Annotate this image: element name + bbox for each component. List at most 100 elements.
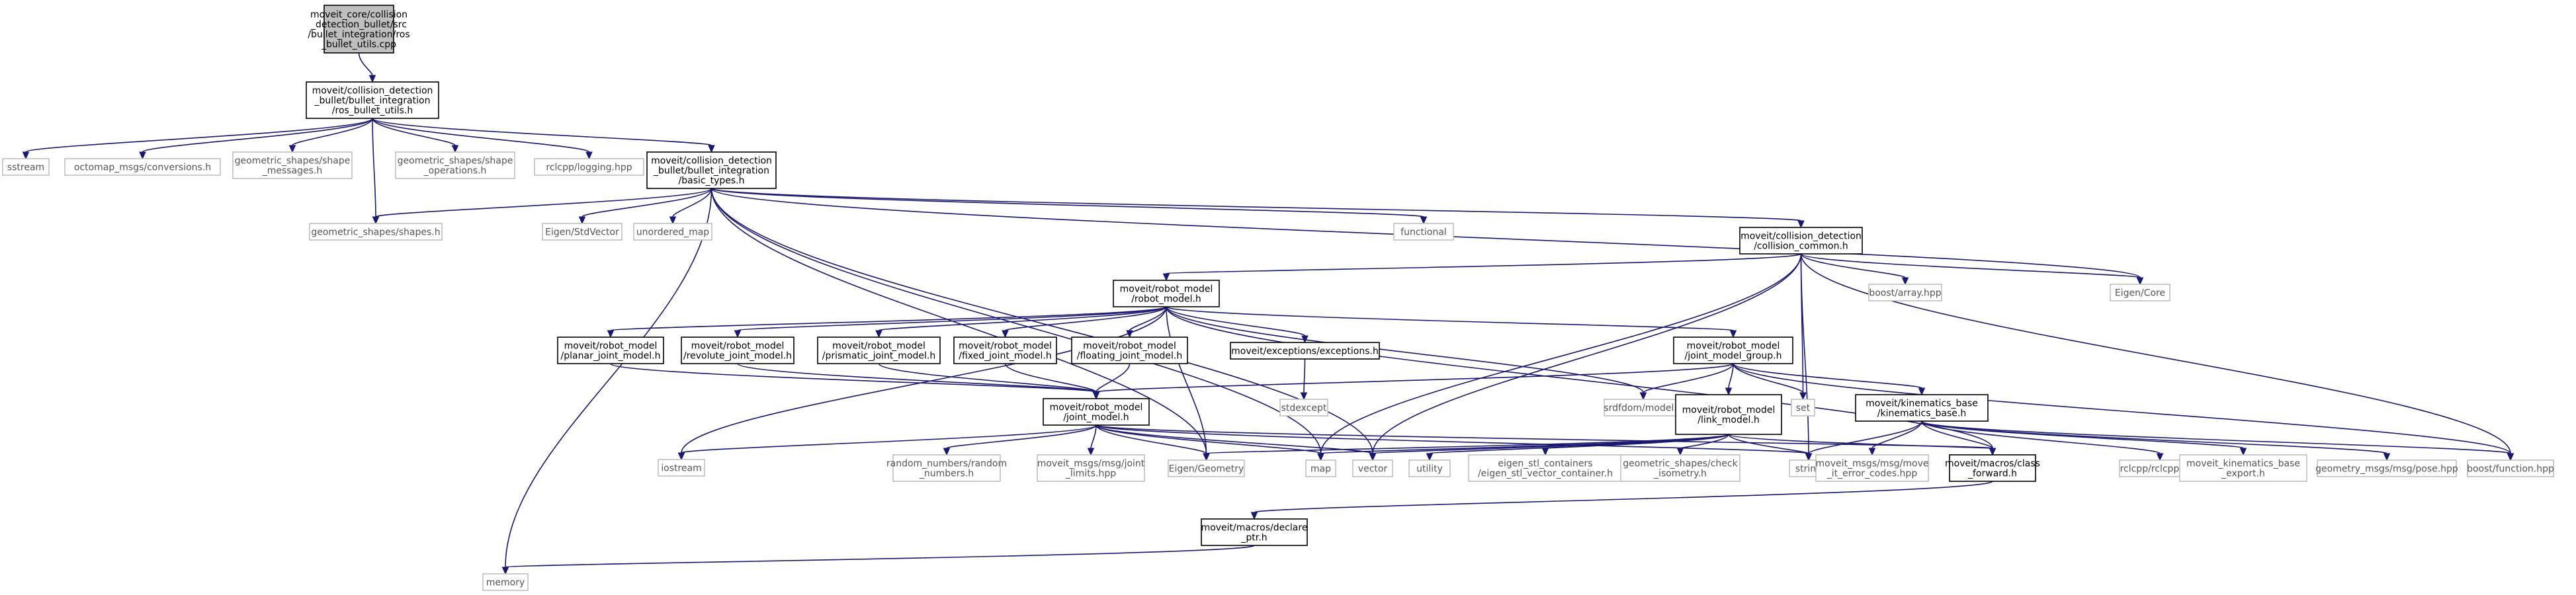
edge-cc-to-barr — [1800, 253, 1909, 286]
node-srdf: srdfdom/model.h — [1604, 399, 1683, 416]
node-bfn: boost/function.hpp — [2467, 459, 2554, 477]
node-jm[interactable]: moveit/robot_model/joint_model.h — [1043, 398, 1150, 426]
node-box — [557, 337, 664, 364]
node-label-line: moveit/robot_model — [1682, 405, 1776, 416]
node-set: set — [1791, 399, 1815, 416]
node-kb[interactable]: moveit/kinematics_base/kinematics_base.h — [1855, 394, 1989, 422]
node-label-line: /collision_common.h — [1754, 241, 1848, 252]
node-fljm[interactable]: moveit/robot_model/floating_joint_model.… — [1071, 337, 1188, 364]
node-box — [1815, 454, 1929, 482]
node-label-line: moveit/kinematics_base — [1866, 399, 1978, 409]
node-bt[interactable]: moveit/collision_detection_bullet/bullet… — [646, 151, 777, 189]
edge-cc-to-rm — [1162, 253, 1802, 282]
edge-lm-to-esc — [1541, 434, 1729, 456]
node-rnd: random_numbers/random_numbers.h — [886, 454, 1007, 482]
node-label-line: moveit/exceptions/exceptions.h — [1231, 346, 1379, 357]
node-cc[interactable]: moveit/collision_detection/collision_com… — [1739, 227, 1863, 255]
edge-root-to-rbu — [358, 52, 376, 83]
node-box — [633, 223, 712, 241]
node-esc: eigen_stl_containers/eigen_stl_vector_co… — [1468, 454, 1623, 482]
edge-bt-to-functional — [710, 188, 1428, 225]
edge-rm-to-rjm — [734, 306, 1167, 338]
node-box — [1949, 454, 2036, 482]
edge-exc-to-stdexc — [1300, 358, 1308, 401]
edge-jm-to-rnd — [943, 424, 1097, 456]
node-box — [1168, 459, 1245, 477]
edge-jmg-to-kb — [1733, 363, 1926, 396]
node-box — [482, 573, 529, 591]
node-box — [1408, 459, 1451, 477]
edge-bt-to-eigstd — [578, 188, 712, 225]
node-label-line: moveit/robot_model — [832, 341, 925, 352]
node-layer: moveit_core/collision_detection_bullet/s… — [2, 5, 2554, 591]
edge-kb-to-string — [1805, 420, 1922, 461]
node-box — [1201, 518, 1308, 546]
edge-rm-to-jmg — [1166, 306, 1737, 338]
node-box — [1352, 459, 1393, 477]
node-functional: functional — [1393, 223, 1454, 241]
edge-kb-to-rclcpp — [1921, 420, 2164, 461]
node-lm[interactable]: moveit/robot_model/link_model.h — [1675, 394, 1782, 435]
node-prjm[interactable]: moveit/robot_model/prismatic_joint_model… — [817, 337, 941, 364]
node-root[interactable]: moveit_core/collision_detection_bullet/s… — [308, 5, 410, 54]
node-rjm[interactable]: moveit/robot_model/revolute_joint_model.… — [681, 337, 794, 364]
node-label-line: octomap_msgs/conversions.h — [74, 163, 211, 173]
node-label-line: sstream — [7, 163, 44, 173]
node-pjm[interactable]: moveit/robot_model/planar_joint_model.h — [557, 337, 664, 364]
node-label-line: memory — [486, 578, 525, 588]
edge-bt-to-cc — [710, 188, 1805, 229]
node-octomap: octomap_msgs/conversions.h — [64, 158, 221, 176]
node-box — [953, 337, 1057, 364]
node-iostream: iostream — [658, 459, 705, 477]
node-label-line: /prismatic_joint_model.h — [822, 351, 935, 362]
node-box — [646, 151, 777, 189]
edge-rm-to-prjm — [875, 306, 1167, 338]
node-umap: unordered_map — [633, 223, 712, 241]
node-box — [681, 337, 794, 364]
node-rbu[interactable]: moveit/collision_detection_bullet/bullet… — [306, 81, 439, 119]
node-label-line: moveit/robot_model — [1050, 403, 1143, 413]
node-label-line: moveit/macros/declare — [1201, 523, 1308, 534]
node-cf[interactable]: moveit/macros/class_forward.h — [1945, 454, 2040, 482]
node-box — [1675, 394, 1782, 435]
node-label-line: map — [1310, 464, 1331, 475]
node-label-line: geometric_shapes/shapes.h — [311, 227, 440, 238]
edge-jmg-to-set — [1733, 363, 1807, 401]
node-label-line: /link_model.h — [1697, 415, 1759, 426]
node-box — [1113, 280, 1220, 307]
edge-kb-to-cf — [1921, 420, 1996, 456]
node-label-line: moveit/robot_model — [1687, 341, 1780, 352]
node-box — [658, 459, 705, 477]
node-box — [1393, 223, 1454, 241]
node-label-line: moveit/macros/class — [1945, 459, 2040, 469]
node-box — [1468, 454, 1623, 482]
node-label-line: /kinematics_base.h — [1877, 409, 1966, 419]
node-label-line: geometric_shapes/shape — [398, 156, 513, 167]
edge-rm-to-cf — [1166, 306, 1996, 456]
node-label-line: iostream — [661, 463, 702, 474]
node-box — [1043, 398, 1150, 426]
edge-pjm-to-jm — [610, 363, 1100, 400]
edge-dp-to-memory — [501, 545, 1255, 575]
node-rm[interactable]: moveit/robot_model/robot_model.h — [1113, 280, 1220, 307]
node-exc[interactable]: moveit/exceptions/exceptions.h — [1230, 342, 1380, 360]
node-label-line: set — [1796, 403, 1811, 414]
node-label-line: Eigen/Core — [2115, 288, 2165, 299]
node-jmg[interactable]: moveit/robot_model/joint_model_group.h — [1673, 337, 1793, 364]
node-label-line: /ros_bullet_utils.h — [332, 106, 413, 116]
node-label-line: moveit/collision_detection — [1740, 231, 1862, 242]
node-dp[interactable]: moveit/macros/declare_ptr.h — [1201, 518, 1308, 546]
node-label-line: /robot_model.h — [1131, 294, 1201, 305]
node-label-line: /planar_joint_model.h — [561, 351, 661, 362]
node-box — [2179, 454, 2307, 482]
edge-bt-to-map — [710, 188, 1324, 461]
edge-kb-to-kbe — [1921, 420, 2247, 456]
node-label-line: _it_error_codes.hpp — [1826, 469, 1918, 479]
node-box — [2467, 459, 2554, 477]
node-fxjm[interactable]: moveit/robot_model/fixed_joint_model.h — [953, 337, 1057, 364]
edge-rm-to-fxjm — [1002, 306, 1167, 338]
node-label-line: stdexcept — [1281, 403, 1327, 414]
edge-bt-to-memory — [501, 188, 712, 575]
edge-jmg-to-srdf — [1639, 363, 1734, 401]
node-label-line: unordered_map — [636, 227, 709, 238]
